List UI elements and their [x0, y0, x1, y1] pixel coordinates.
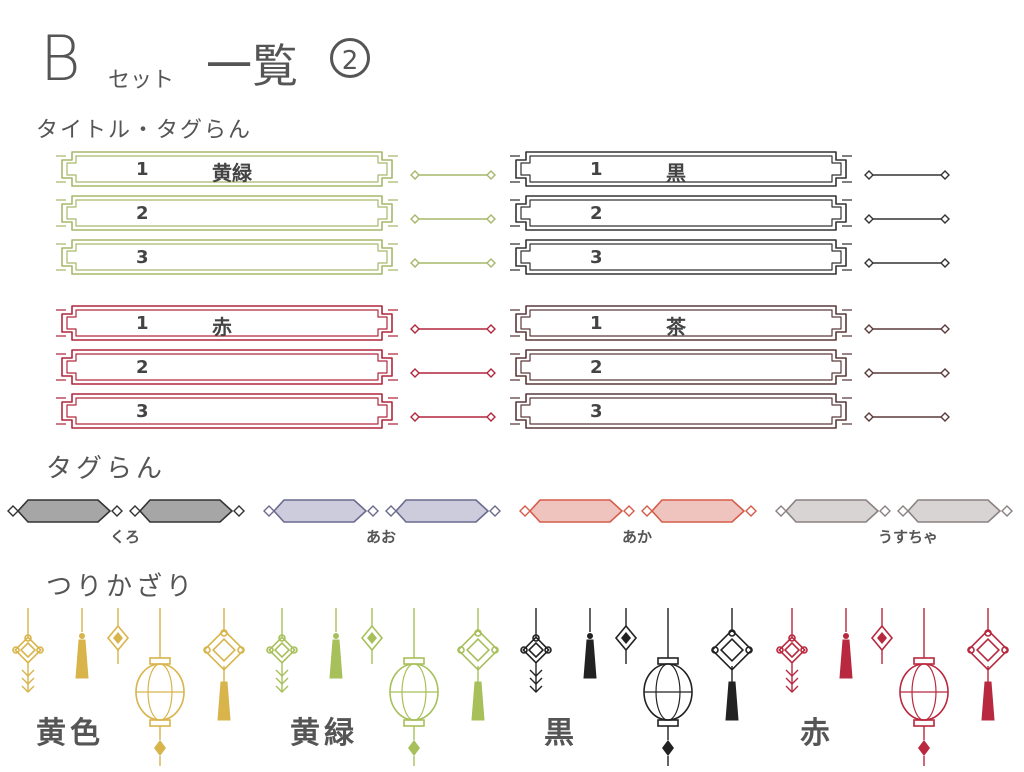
- banner-frame: [56, 151, 398, 187]
- banner-number: 1: [136, 313, 149, 334]
- tag-color-label: あお: [366, 528, 397, 546]
- title-banner-green-1: 1 黄緑: [56, 151, 398, 188]
- section-title-tag-heading: タイトル・タグらん: [36, 118, 253, 143]
- hanging-ornament-set-4: [768, 608, 1024, 772]
- tag-shape-3-1: [518, 498, 638, 523]
- tag-shape-4-2: [896, 498, 1016, 523]
- banner-number: 3: [136, 401, 149, 422]
- tag-shape-1-1: [6, 498, 126, 523]
- banner-connector: [864, 165, 950, 180]
- hanging-ornament-set-2: [258, 608, 514, 772]
- banner-connector: [410, 165, 496, 180]
- page-title-set: セット: [108, 68, 175, 93]
- tag-shape-4-1: [774, 498, 894, 523]
- section-hanging-ornament-heading: つりかざり: [46, 572, 197, 602]
- banner-frame: [56, 349, 398, 385]
- hanging-ornament-set-1: [4, 608, 260, 772]
- banner-frame: [510, 239, 852, 275]
- tag-color-label: あか: [622, 528, 653, 546]
- banner-number: 2: [136, 357, 149, 378]
- page-title: 一覧: [206, 39, 298, 93]
- page-title-number: 2: [330, 38, 370, 78]
- ornament-color-label: 黄緑: [290, 716, 358, 751]
- tag-shape-2-2: [384, 498, 504, 523]
- banner-frame: [56, 239, 398, 275]
- banner-number: 1: [136, 159, 149, 180]
- tag-color-label: くろ: [110, 528, 141, 546]
- banner-frame: [510, 195, 852, 231]
- banner-number: 2: [590, 357, 603, 378]
- section-tag-heading: タグらん: [46, 454, 167, 484]
- banner-connector: [864, 407, 950, 422]
- tag-shape-3-2: [640, 498, 760, 523]
- title-banner-brown-3: 3: [510, 393, 852, 430]
- banner-connector: [864, 209, 950, 224]
- banner-frame: [510, 349, 852, 385]
- banner-number: 2: [590, 203, 603, 224]
- banner-number: 2: [136, 203, 149, 224]
- title-banner-black-3: 3: [510, 239, 852, 276]
- banner-frame: [510, 305, 852, 341]
- banner-number: 3: [590, 401, 603, 422]
- banner-connector: [410, 209, 496, 224]
- banner-color-name: 赤: [212, 315, 232, 339]
- title-banner-brown-2: 2: [510, 349, 852, 386]
- title-banner-red-3: 3: [56, 393, 398, 430]
- banner-connector: [410, 363, 496, 378]
- ornament-color-label: 黄色: [36, 716, 104, 751]
- banner-frame: [510, 393, 852, 429]
- banner-number: 3: [590, 247, 603, 268]
- page-title-letter: B: [40, 22, 81, 95]
- tag-shape-2-1: [262, 498, 382, 523]
- tag-color-label: うすちゃ: [878, 528, 939, 546]
- banner-frame: [56, 305, 398, 341]
- banner-number: 1: [590, 159, 603, 180]
- banner-frame: [510, 151, 852, 187]
- banner-connector: [864, 319, 950, 334]
- banner-connector: [410, 319, 496, 334]
- title-banner-green-3: 3: [56, 239, 398, 276]
- banner-connector: [864, 253, 950, 268]
- banner-color-name: 黒: [666, 161, 686, 185]
- hanging-ornament-set-3: [512, 608, 768, 772]
- banner-color-name: 茶: [666, 315, 686, 339]
- banner-number: 1: [590, 313, 603, 334]
- banner-number: 3: [136, 247, 149, 268]
- ornament-color-label: 赤: [800, 716, 834, 751]
- ornament-color-label: 黒: [544, 716, 578, 751]
- title-banner-red-2: 2: [56, 349, 398, 386]
- banner-connector: [410, 253, 496, 268]
- title-banner-green-2: 2: [56, 195, 398, 232]
- banner-frame: [56, 195, 398, 231]
- banner-color-name: 黄緑: [212, 161, 252, 185]
- banner-connector: [410, 407, 496, 422]
- tag-shape-1-2: [128, 498, 248, 523]
- title-banner-black-2: 2: [510, 195, 852, 232]
- banner-frame: [56, 393, 398, 429]
- banner-connector: [864, 363, 950, 378]
